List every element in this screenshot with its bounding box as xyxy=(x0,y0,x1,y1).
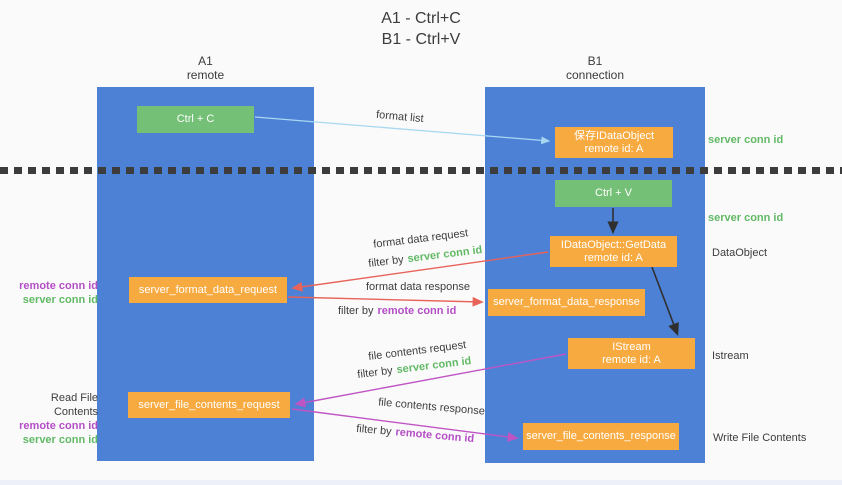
server-file-contents-request-label: server_file_contents_request xyxy=(138,398,280,411)
istream-line1: IStream xyxy=(612,340,651,353)
server-file-contents-response-box: server_file_contents_response xyxy=(523,423,679,450)
column-header-b1: B1 connection xyxy=(485,54,705,82)
phase-divider-dotted-line xyxy=(0,167,842,174)
arrow-file-contents-request xyxy=(294,353,567,408)
save-idataobject-line2: remote id: A xyxy=(584,142,644,155)
server-format-data-request-label: server_format_data_request xyxy=(138,283,278,296)
istream-line2: remote id: A xyxy=(602,353,661,366)
diagram-title: A1 - Ctrl+C B1 - Ctrl+V xyxy=(0,8,842,50)
getdata-line1: IDataObject::GetData xyxy=(560,238,667,251)
arrow-format-data-response xyxy=(287,296,484,307)
arrow-getdata-to-istream xyxy=(651,266,679,336)
remote-conn-id-label-file: remote conn id xyxy=(19,420,98,432)
read-file-contents-label: Read File Contents xyxy=(50,392,98,418)
server-conn-id-label-top: server conn id xyxy=(708,134,784,146)
column-header-a1: A1 remote xyxy=(97,54,314,82)
istream-box: IStream remote id: A xyxy=(568,338,695,369)
title-line-2: B1 - Ctrl+V xyxy=(381,31,461,48)
column-b1-role: connection xyxy=(565,68,625,82)
column-a1-role: remote xyxy=(186,68,225,82)
save-idataobject-box: 保存IDataObject remote id: A xyxy=(555,127,673,158)
dataobject-label: DataObject xyxy=(712,247,768,259)
filter-by-prefix: filter by xyxy=(338,305,374,317)
istream-side-label: Istream xyxy=(712,350,749,362)
bottom-edge-strip xyxy=(0,480,842,485)
server-format-data-response-box: server_format_data_response xyxy=(488,289,645,316)
column-a1-name: A1 xyxy=(198,54,213,68)
ctrl-c-box: Ctrl + C xyxy=(137,106,254,133)
server-conn-id-label-format: server conn id xyxy=(22,294,98,306)
server-file-contents-request-box: server_file_contents_request xyxy=(128,392,290,418)
server-format-data-request-box: server_format_data_request xyxy=(129,277,287,303)
format-data-response-label: format data response xyxy=(366,281,470,293)
arrow-format-data-request xyxy=(291,251,549,292)
write-file-contents-label: Write File Contents xyxy=(713,432,807,444)
ctrl-c-label: Ctrl + C xyxy=(176,113,215,125)
server-file-contents-response-label: server_file_contents_response xyxy=(526,430,676,442)
ctrl-v-box: Ctrl + V xyxy=(555,180,672,207)
idataobject-getdata-box: IDataObject::GetData remote id: A xyxy=(550,236,677,267)
server-format-data-response-label: server_format_data_response xyxy=(493,296,640,308)
arrow-format-list xyxy=(254,116,551,145)
remote-conn-id-label-format: remote conn id xyxy=(19,280,98,292)
ctrl-v-label: Ctrl + V xyxy=(595,187,632,199)
title-line-1: A1 - Ctrl+C xyxy=(381,10,461,27)
format-conn-id-group: remote conn id server conn id xyxy=(8,279,98,307)
save-idataobject-line1: 保存IDataObject xyxy=(573,129,655,142)
file-conn-id-group: Read File Contents remote conn id server… xyxy=(8,391,98,447)
getdata-line2: remote id: A xyxy=(584,251,643,264)
server-conn-id-label-file: server conn id xyxy=(22,434,98,446)
server-conn-id-label-mid: server conn id xyxy=(708,212,784,224)
column-b1-name: B1 xyxy=(587,54,603,68)
filter-by-value-remote: remote conn id xyxy=(377,305,457,317)
arrow-file-contents-response xyxy=(291,408,519,442)
